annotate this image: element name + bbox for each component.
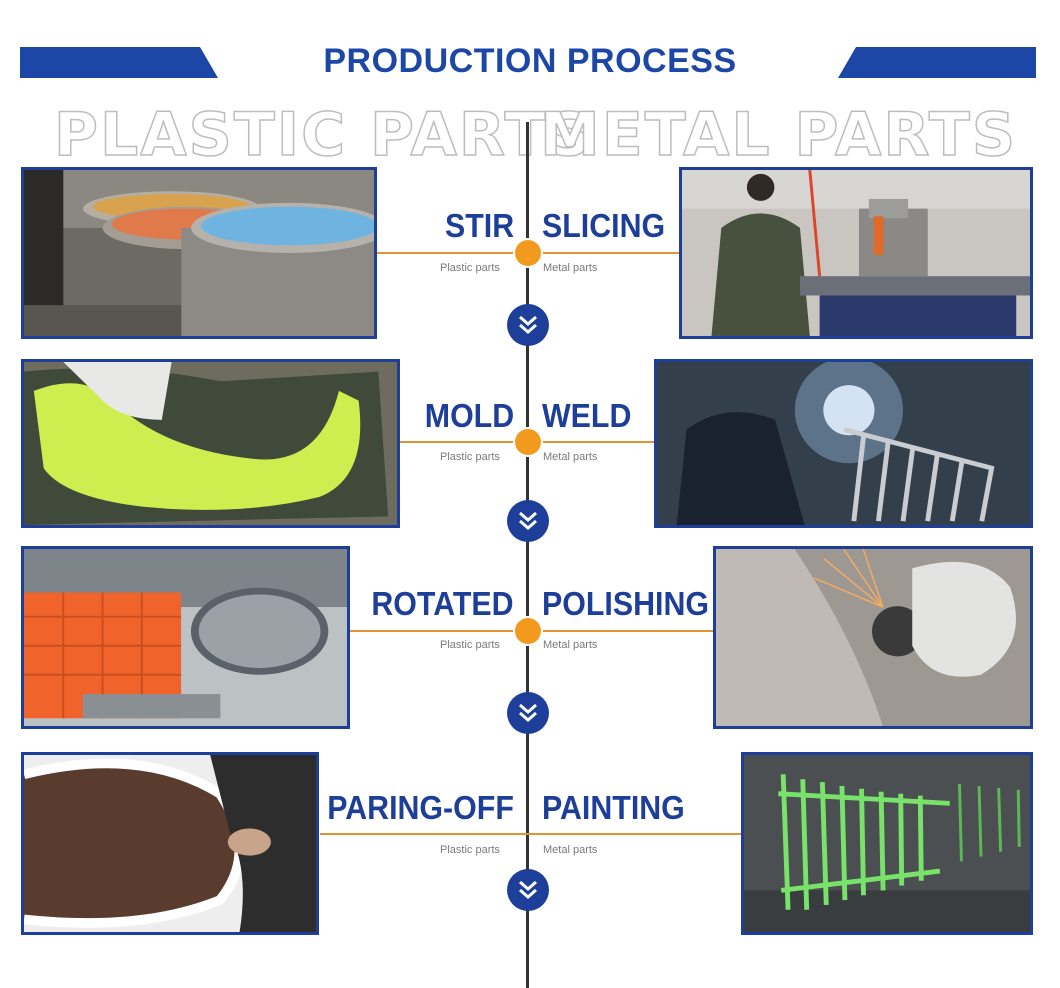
chevron-down-icon xyxy=(507,304,549,346)
plastic-parts-heading: PLASTIC PARTS xyxy=(53,99,593,171)
step-label-polishing: POLISHING xyxy=(542,585,710,622)
step-label-slicing: SLICING xyxy=(542,207,666,244)
step-label-weld: WELD xyxy=(542,397,632,434)
connector-line-paring-painting xyxy=(320,833,741,835)
step-sub-rotated: Plastic parts xyxy=(440,639,500,651)
photo-polishing-metal xyxy=(713,546,1033,729)
photo-painting-metal xyxy=(741,752,1033,935)
step-sub-polishing: Metal parts xyxy=(543,639,598,651)
step-label-painting: PAINTING xyxy=(542,789,685,826)
step-sub-painting: Metal parts xyxy=(543,844,598,856)
step-label-mold: MOLD xyxy=(424,397,514,434)
timeline-dot-3 xyxy=(515,618,541,644)
step-label-rotated: ROTATED xyxy=(371,585,514,622)
chevron-down-icon xyxy=(507,869,549,911)
header-accent-bar-left xyxy=(20,47,218,78)
metal-parts-heading: METAL PARTS xyxy=(539,99,1018,171)
step-sub-mold: Plastic parts xyxy=(440,451,500,463)
step-label-stir: STIR xyxy=(444,207,514,244)
step-sub-weld: Metal parts xyxy=(543,451,598,463)
photo-rotated-plastic xyxy=(21,546,350,729)
photo-stir-plastic xyxy=(21,167,377,339)
timeline-spine xyxy=(526,122,529,988)
step-sub-stir: Plastic parts xyxy=(440,262,500,274)
chevron-down-icon xyxy=(507,500,549,542)
timeline-dot-1 xyxy=(515,240,541,266)
step-sub-paring-off: Plastic parts xyxy=(440,844,500,856)
step-label-paring-off: PARING-OFF xyxy=(327,789,514,826)
page-title: PRODUCTION PROCESS xyxy=(323,42,737,80)
timeline-dot-2 xyxy=(515,429,541,455)
header-accent-bar-right xyxy=(838,47,1036,78)
photo-paring-off-plastic xyxy=(21,752,319,935)
step-sub-slicing: Metal parts xyxy=(543,262,598,274)
photo-weld-metal xyxy=(654,359,1033,528)
photo-mold-plastic xyxy=(21,359,400,528)
chevron-down-icon xyxy=(507,692,549,734)
photo-slicing-metal xyxy=(679,167,1033,339)
